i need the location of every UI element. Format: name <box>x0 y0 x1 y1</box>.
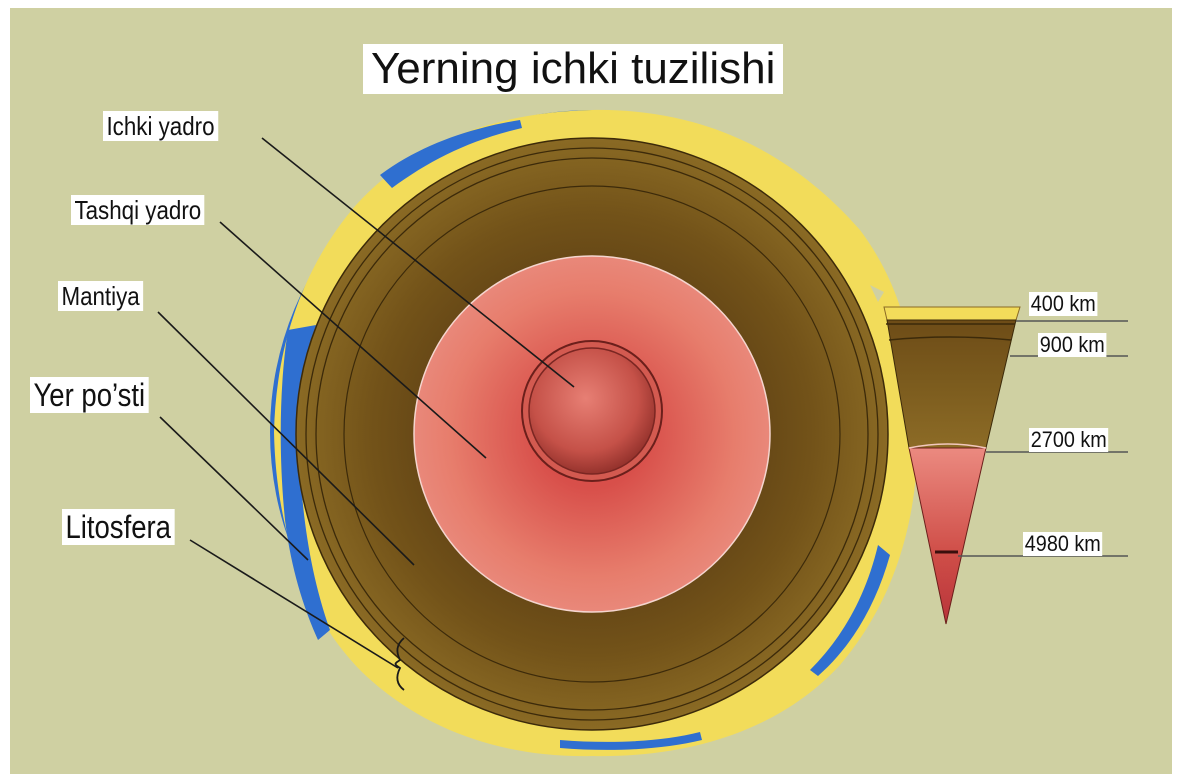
diagram-title: Yerning ichki tuzilishi <box>363 44 783 94</box>
label-outer-core: Tashqi yadro <box>71 195 205 225</box>
label-mantle: Mantiya <box>58 281 143 311</box>
label-inner-core: Ichki yadro <box>103 111 218 141</box>
depth-label-2700: 2700 km <box>1029 428 1109 452</box>
label-crust: Yer po’sti <box>30 377 149 413</box>
label-lithosphere: Litosfera <box>62 509 174 545</box>
depth-label-4980: 4980 km <box>1023 532 1103 556</box>
depth-label-900: 900 km <box>1038 333 1107 357</box>
depth-label-400: 400 km <box>1029 292 1098 316</box>
depth-wedge-crust <box>884 307 1020 320</box>
